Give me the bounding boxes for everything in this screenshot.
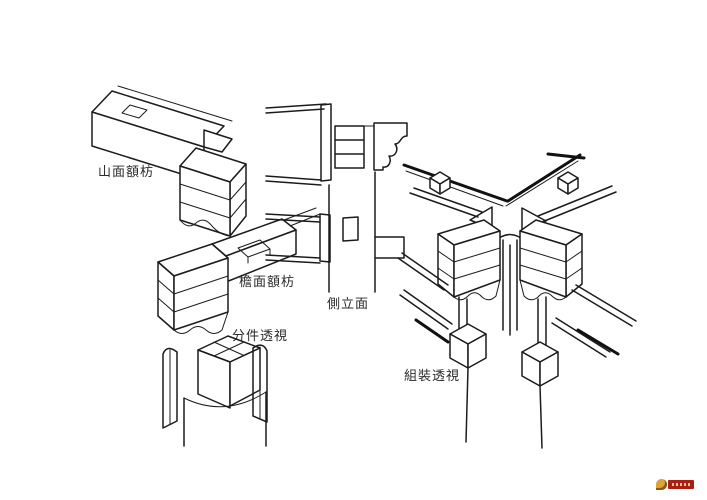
- eave-beam-head: [157, 243, 229, 334]
- drop-cube-left: [449, 296, 487, 443]
- watermark-logo: [656, 476, 696, 492]
- mortise-slot: [121, 104, 148, 119]
- assembled-head-right: [519, 219, 583, 301]
- label-gable-architrave: 山面額枋: [98, 165, 155, 180]
- side-elevation-group: [265, 103, 408, 293]
- gable-beam-head: [179, 147, 247, 237]
- label-exploded-view: 分件透視: [232, 329, 289, 344]
- corner-column-edges: [502, 239, 518, 336]
- tenon-block: [342, 216, 359, 242]
- peg-cube-left: [429, 171, 451, 195]
- column-with-cross-slot: [162, 335, 268, 447]
- label-eave-architrave: 檐面額枋: [239, 275, 296, 290]
- exploded-view-group: [91, 85, 321, 447]
- beam-shaft-upleft: [409, 187, 483, 218]
- scalloped-head-profile: [373, 122, 408, 171]
- gable-architrave-beam: [91, 85, 247, 237]
- assembled-head-left: [437, 219, 501, 301]
- eave-architrave-beam: [157, 207, 321, 334]
- beam-shaft-upright: [537, 185, 617, 223]
- label-side-elevation: 側立面: [327, 297, 370, 312]
- half-lap-notch: [237, 239, 271, 264]
- side-protrusion: [374, 236, 405, 259]
- watermark-banner: [668, 479, 694, 489]
- drop-cube-right: [521, 296, 559, 449]
- peg-cube-right: [557, 171, 579, 195]
- watermark-emblem-icon: [656, 478, 667, 490]
- assembled-view-group: [397, 152, 637, 449]
- label-assembled-view: 組裝透視: [404, 369, 461, 384]
